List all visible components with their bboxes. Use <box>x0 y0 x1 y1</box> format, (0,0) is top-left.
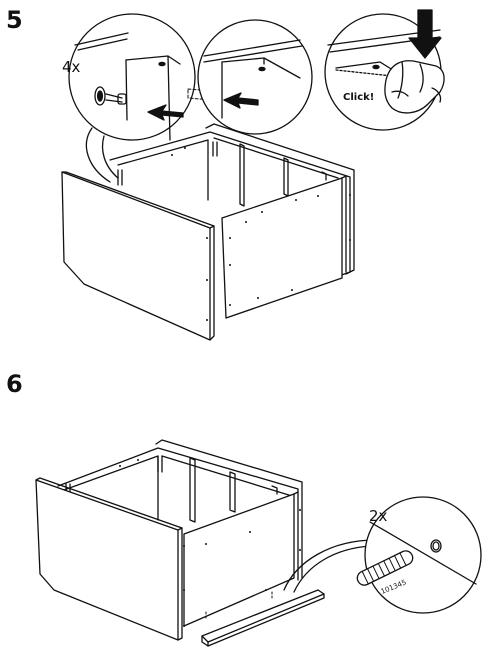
cabinet-step-5 <box>61 123 355 341</box>
detail-circle-dowel-2x <box>283 496 482 614</box>
step-6-number: 6 <box>6 370 23 398</box>
dowel-2x-count-label: 2x <box>369 507 388 525</box>
cabinet-step-6 <box>35 439 325 647</box>
click-label: Click! <box>343 92 374 103</box>
detail-circle-dowel-insert <box>68 13 196 183</box>
detail-circle-click <box>324 9 445 131</box>
dowel-count-label: 4x <box>62 58 81 76</box>
step-5-number: 5 <box>6 6 23 34</box>
detail-circle-slide-in <box>197 19 313 135</box>
